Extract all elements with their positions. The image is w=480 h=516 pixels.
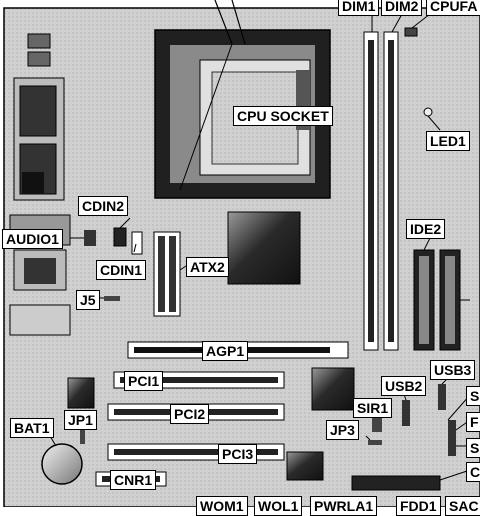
dimm-slots bbox=[363, 31, 399, 351]
label-cpu-socket: CPU SOCKET bbox=[233, 106, 333, 126]
label-jp3: JP3 bbox=[326, 420, 359, 440]
label-right-edge-1: S bbox=[466, 386, 480, 406]
rear-io-panel bbox=[9, 33, 71, 336]
north-bridge-chip bbox=[227, 211, 301, 285]
south-bridge-chip bbox=[311, 367, 355, 411]
label-right-edge-2: F bbox=[466, 412, 480, 432]
label-bottom-1: WOM1 bbox=[196, 496, 248, 516]
label-ide2: IDE2 bbox=[406, 219, 446, 239]
label-bottom-3: PWRLA1 bbox=[310, 496, 378, 516]
label-bottom-4: FDD1 bbox=[396, 496, 441, 516]
usb3-header bbox=[438, 384, 446, 410]
label-right-edge-3: S bbox=[466, 438, 480, 458]
label-cdin2: CDIN2 bbox=[78, 196, 129, 216]
label-pci2: PCI2 bbox=[170, 404, 210, 424]
label-usb2: USB2 bbox=[381, 376, 427, 396]
jp3-header bbox=[368, 440, 382, 445]
label-pci3: PCI3 bbox=[218, 444, 258, 464]
cdin1-header bbox=[131, 231, 143, 255]
cpu-socket bbox=[154, 29, 331, 199]
label-jp1: JP1 bbox=[64, 410, 97, 430]
battery bbox=[41, 443, 83, 485]
panel-headers bbox=[448, 420, 456, 456]
bios-chip bbox=[67, 377, 95, 409]
atx-power-connector bbox=[153, 231, 181, 317]
label-atx2: ATX2 bbox=[186, 257, 229, 277]
label-pci1: PCI1 bbox=[124, 371, 164, 391]
label-dim2: DIM2 bbox=[381, 0, 423, 16]
label-cdin1: CDIN1 bbox=[96, 260, 147, 280]
label-cnr1: CNR1 bbox=[110, 470, 157, 490]
label-right-edge-4: C bbox=[466, 462, 480, 482]
io-chip bbox=[286, 451, 324, 481]
label-led1: LED1 bbox=[426, 131, 470, 151]
led1-light bbox=[423, 107, 433, 117]
sir1-header bbox=[372, 418, 382, 432]
label-bottom-5: SAC bbox=[445, 496, 480, 516]
label-agp1: AGP1 bbox=[202, 341, 249, 361]
jp1-header bbox=[80, 430, 85, 444]
fdd-connector bbox=[351, 475, 441, 491]
label-sir1: SIR1 bbox=[353, 398, 393, 418]
usb2-header bbox=[402, 400, 410, 426]
cpufan-header bbox=[404, 27, 418, 37]
label-j5: J5 bbox=[76, 290, 100, 310]
label-audio1: AUDIO1 bbox=[2, 229, 63, 249]
audio1-header bbox=[84, 230, 96, 246]
label-bat1: BAT1 bbox=[10, 418, 54, 438]
label-bottom-2: WOL1 bbox=[254, 496, 303, 516]
cdin2-header bbox=[113, 227, 127, 247]
label-usb3: USB3 bbox=[430, 360, 476, 380]
j5-header bbox=[104, 296, 120, 301]
label-dim1: DIM1 bbox=[338, 0, 380, 16]
label-cpufan: CPUFA bbox=[426, 0, 480, 16]
